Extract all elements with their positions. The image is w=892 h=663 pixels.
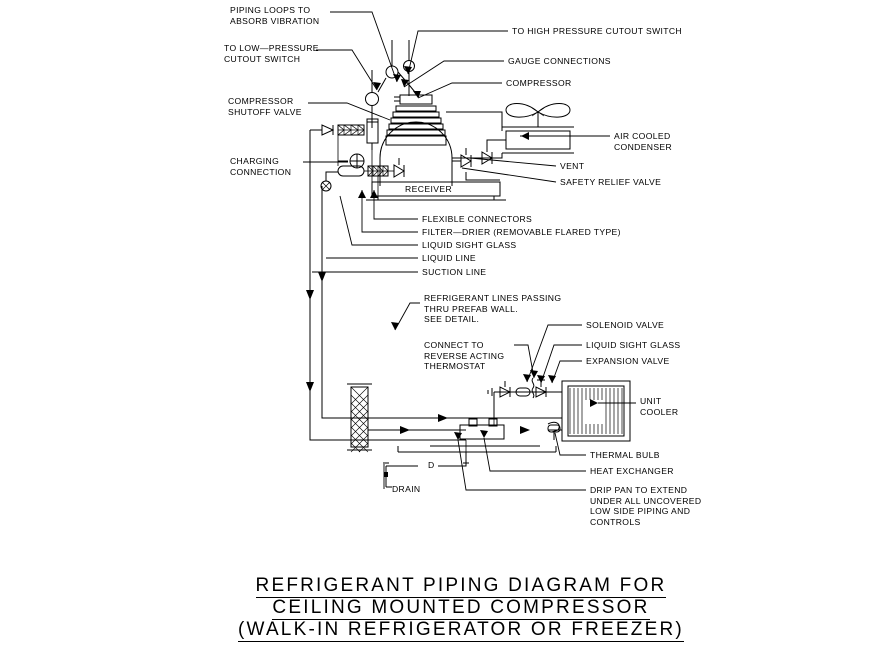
filter-drier-bottom	[367, 165, 389, 177]
heat-exchanger-arrow	[520, 426, 530, 434]
drawing-sheet: PIPING LOOPS TO ABSORB VIBRATION TO LOW—…	[0, 5, 892, 642]
leader-compressor	[417, 82, 502, 99]
label-air-cooled-condenser: AIR COOLED CONDENSER	[614, 131, 673, 152]
label-expansion-valve: EXPANSION VALVE	[586, 356, 670, 366]
label-suction-line: SUCTION LINE	[422, 267, 487, 277]
leader-high-pressure	[407, 30, 508, 75]
unit-cooler-suction-tie	[500, 417, 562, 431]
leader-piping-loops	[330, 11, 398, 83]
leader-refrigerant-lines-wall	[394, 302, 420, 331]
suction-line-main	[309, 129, 466, 441]
filter-drier-top	[337, 124, 365, 136]
label-liquid-line: LIQUID LINE	[422, 253, 476, 263]
drain-line	[383, 452, 469, 488]
leader-vent	[469, 157, 557, 167]
label-thermal-bulb: THERMAL BULB	[590, 450, 660, 460]
unit-cooler	[561, 380, 631, 442]
label-piping-loops: PIPING LOOPS TO ABSORB VIBRATION	[230, 5, 320, 26]
label-refrigerant-lines-wall: REFRIGERANT LINES PASSING THRU PREFAB WA…	[424, 293, 562, 324]
label-drain: DRAIN	[392, 484, 421, 494]
vent-riser	[465, 139, 506, 181]
label-solenoid-valve: SOLENOID VALVE	[586, 320, 665, 330]
label-drip-pan: DRIP PAN TO EXTEND UNDER ALL UNCOVERED L…	[590, 485, 702, 527]
leader-thermal-bulb	[554, 432, 586, 456]
title-line-1-text: REFRIGERANT PIPING DIAGRAM FOR	[255, 575, 667, 598]
label-unit-cooler: UNIT COOLER	[640, 396, 679, 417]
label-heat-exchanger: HEAT EXCHANGER	[590, 466, 674, 476]
label-flexible-connectors: FLEXIBLE CONNECTORS	[422, 214, 533, 224]
leader-safety-relief	[461, 167, 557, 183]
discharge-line	[446, 111, 503, 159]
drip-pan	[397, 445, 557, 453]
equipment-label-receiver: RECEIVER	[405, 184, 453, 194]
leader-flexible-connectors	[373, 190, 418, 220]
label-charging-connection: CHARGING CONNECTION	[230, 156, 292, 177]
label-high-pressure-cutout: TO HIGH PRESSURE CUTOUT SWITCH	[512, 26, 682, 36]
label-compressor-shutoff-valve: COMPRESSOR SHUTOFF VALVE	[228, 96, 302, 117]
label-low-pressure-cutout: TO LOW—PRESSURE CUTOUT SWITCH	[224, 43, 319, 64]
suction-valve-symbol	[321, 124, 335, 136]
leader-liquid-sight-glass-top	[339, 195, 418, 246]
title-line-2: CEILING MOUNTED COMPRESSOR	[0, 575, 892, 641]
label-liquid-sight-glass-top: LIQUID SIGHT GLASS	[422, 240, 517, 250]
leader-drip-pan	[457, 439, 586, 491]
label-vent: VENT	[560, 161, 585, 171]
title-line-3-text: (WALK-IN REFRIGERATOR OR FREEZER)	[237, 619, 684, 642]
leader-expansion-valve	[551, 360, 582, 384]
leader-filter-drier	[361, 190, 418, 233]
label-safety-relief-valve: SAFETY RELIEF VALVE	[560, 177, 662, 187]
flow-arrows-main	[306, 272, 326, 392]
wall-flow-arrows	[400, 414, 448, 434]
valve-train	[487, 377, 562, 418]
leader-liquid-sight-glass-bottom	[540, 344, 582, 384]
label-gauge-connections: GAUGE CONNECTIONS	[508, 56, 611, 66]
label-connect-thermostat: CONNECT TO REVERSE ACTING THERMOSTAT	[424, 340, 505, 371]
receiver-outlet-valve	[393, 158, 405, 178]
thermal-bulb	[547, 421, 561, 440]
title-line-2-text: CEILING MOUNTED COMPRESSOR	[272, 597, 650, 620]
air-cooled-condenser	[502, 103, 574, 154]
title-line-3: (WALK-IN REFRIGERATOR OR FREEZER)	[0, 597, 892, 663]
vent-valve	[481, 146, 493, 165]
leader-compressor-shutoff	[308, 102, 391, 121]
heat-exchanger	[459, 418, 505, 440]
label-liquid-sight-glass-bottom: LIQUID SIGHT GLASS	[586, 340, 681, 350]
piping-diagram-canvas	[303, 11, 636, 491]
leader-low-pressure	[316, 49, 378, 91]
leader-solenoid-valve	[526, 324, 582, 383]
loop-connect-lines	[371, 40, 420, 128]
riser-taps	[337, 135, 394, 200]
charging-port-circle	[320, 171, 338, 192]
leader-connect-thermostat	[514, 344, 535, 379]
liquid-line-main	[321, 186, 400, 419]
wall-pipe-lines	[368, 417, 500, 431]
compressor-body	[379, 94, 453, 186]
title-line-1: REFRIGERANT PIPING DIAGRAM FOR	[0, 553, 892, 619]
leader-gauge-connections	[403, 60, 504, 88]
prefab-wall	[347, 383, 372, 453]
label-filter-drier: FILTER—DRIER (REMOVABLE FLARED TYPE)	[422, 227, 621, 237]
drain-tick	[384, 472, 388, 477]
misc-ties	[465, 418, 495, 452]
compressor-shutoff-valve	[366, 112, 379, 150]
drain-pipe-marker: D	[428, 460, 435, 470]
leader-heat-exchanger	[483, 437, 586, 472]
label-compressor: COMPRESSOR	[506, 78, 572, 88]
